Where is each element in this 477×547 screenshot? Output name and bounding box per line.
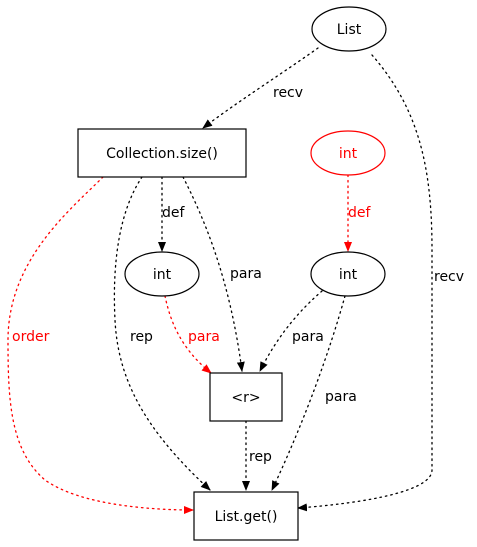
edge-size-order-get: order <box>7 176 194 514</box>
edge-intred-def-int: def <box>344 174 372 252</box>
edge-size-def-int: def <box>158 176 186 252</box>
node-label: List <box>337 22 362 38</box>
edge-intright-para-get: para <box>271 295 357 491</box>
edge-label-para: para <box>292 329 324 345</box>
edge-label-recv: recv <box>273 85 303 101</box>
node-label: Collection.size() <box>106 146 218 162</box>
node-int-right: int <box>310 251 386 297</box>
edge-size-para-r: para <box>182 176 262 372</box>
edge-label-para: para <box>188 329 220 345</box>
edge-size-rep-get: rep <box>113 176 211 491</box>
edge-label-recv: recv <box>434 269 464 285</box>
edge-label-def: def <box>162 205 186 221</box>
node-collection-size: Collection.size() <box>77 128 247 178</box>
node-label: <r> <box>231 390 260 406</box>
node-int-red: int <box>310 130 386 176</box>
edge-list-recv-get: recv <box>297 54 464 512</box>
node-label: int <box>153 267 172 283</box>
edge-intright-para-r: para <box>259 290 324 372</box>
node-list: List <box>311 6 387 52</box>
node-label: List.get() <box>215 509 278 525</box>
edge-label-def: def <box>348 205 372 221</box>
node-list-get: List.get() <box>193 491 299 541</box>
edge-r-rep-get: rep <box>242 420 272 491</box>
edge-label-rep: rep <box>130 329 153 345</box>
edge-label-para: para <box>325 389 357 405</box>
node-label: int <box>339 146 358 162</box>
node-r: <r> <box>209 372 283 422</box>
edge-label-para: para <box>230 266 262 282</box>
edge-intleft-para-r: para <box>164 295 220 374</box>
node-label: int <box>339 267 358 283</box>
node-int-left: int <box>124 251 200 297</box>
edge-label-order: order <box>12 329 50 345</box>
edge-list-recv-size: recv <box>202 47 319 129</box>
edge-label-rep: rep <box>249 449 272 465</box>
